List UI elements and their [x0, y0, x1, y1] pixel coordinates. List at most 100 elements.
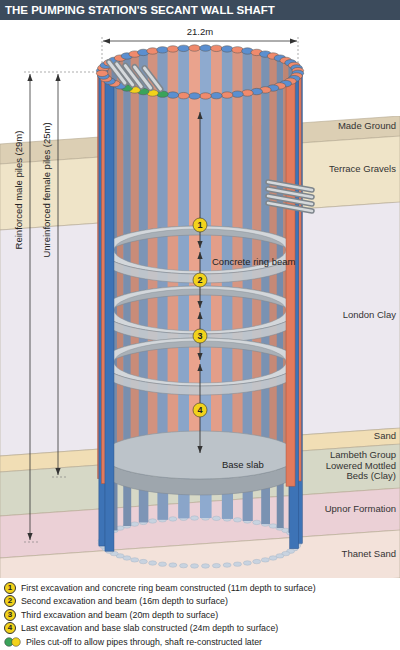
pile-top	[178, 92, 190, 98]
pile-top	[157, 91, 169, 97]
back-wall	[101, 48, 299, 541]
pile-inner-face	[131, 54, 140, 459]
legend-text: First excavation and concrete ring beam …	[21, 583, 316, 593]
pile-top	[242, 90, 254, 96]
stratum-name: Upnor Formation	[325, 504, 396, 515]
stratum-label-box: Lambeth Group Lowered Mottled Beds (Clay…	[308, 444, 396, 488]
legend-sample	[4, 636, 21, 648]
legend-row: 1 First excavation and concrete ring beam…	[0, 581, 400, 595]
pile-top	[167, 46, 179, 52]
extension-line	[24, 72, 96, 73]
pile-end	[261, 558, 269, 562]
callout-circle	[193, 218, 207, 232]
pile-inner-face	[252, 52, 262, 457]
stratum-label-box: Terrace Gravels	[308, 136, 396, 202]
pile-end	[212, 516, 220, 520]
stratum-name: Lambeth Group Lowered Mottled Beds (Clay…	[308, 450, 396, 482]
pile-length-label: Unreinforced female piles (25m)	[41, 122, 52, 257]
pipes	[109, 62, 312, 211]
pile-end	[131, 522, 139, 526]
pile-top	[189, 45, 201, 51]
legend-text: Last excavation and base slab constructe…	[21, 623, 278, 633]
callout-number: 3	[197, 331, 202, 342]
pile-top	[232, 91, 244, 97]
secant-pile	[286, 81, 295, 486]
pipe-highlight	[109, 62, 125, 83]
legend-text: Second excavation and beam (16m depth to…	[21, 596, 228, 606]
pile-end	[158, 562, 166, 566]
legend-swatch: 4	[4, 622, 16, 634]
extension-line	[102, 37, 103, 64]
pile-top	[211, 92, 223, 98]
pile-end	[269, 556, 277, 560]
pipe	[109, 62, 125, 83]
pile-top	[189, 93, 201, 99]
pile-end	[191, 516, 199, 520]
pile-end	[212, 563, 220, 567]
part-label: Base slab	[222, 459, 264, 470]
pile-length-label: Reinforced male piles (29m)	[13, 131, 24, 250]
pile-top	[200, 45, 212, 51]
stratum-name: Thanet Sand	[342, 549, 396, 560]
pile-top	[96, 70, 108, 76]
callout-number: 2	[8, 597, 12, 605]
pile-inner-face	[148, 51, 158, 456]
stratum-label-box: Thanet Sand	[308, 530, 396, 578]
pile-end	[191, 564, 199, 568]
pile-end	[253, 559, 261, 563]
pile-end	[243, 561, 251, 565]
pile-end	[149, 519, 157, 523]
pile-end	[131, 558, 139, 562]
part-label: Concrete ring beam	[212, 256, 295, 267]
pile-end	[201, 564, 209, 568]
callout-circle	[193, 329, 207, 343]
legend-row: 3 Third excavation and beam (20m depth to…	[0, 608, 400, 622]
stratum-name: Terrace Gravels	[329, 164, 396, 175]
length-dimension	[30, 74, 31, 540]
pile-end	[169, 563, 177, 567]
stratum-name: Made Ground	[338, 121, 396, 132]
stratum-label-box: Sand	[308, 428, 396, 444]
pile-top	[157, 47, 169, 53]
stratum-label-box: Made Ground	[308, 116, 396, 136]
width-dimension	[103, 41, 297, 42]
ring-beams	[102, 226, 298, 495]
callout-number: 2	[197, 275, 202, 286]
sample-circle	[12, 637, 21, 646]
legend-row: Piles cut-off to allow pipes through, sh…	[0, 635, 400, 649]
pile-end	[223, 563, 231, 567]
legend-row: 2 Second excavation and beam (16m depth t…	[0, 595, 400, 609]
pile-top	[232, 47, 244, 53]
pile-end	[139, 559, 147, 563]
legend-row: 4 Last excavation and base slab construct…	[0, 622, 400, 636]
callout-number: 1	[197, 220, 202, 231]
legend-box: 1 First excavation and concrete ring beam…	[0, 578, 400, 650]
title-text: THE PUMPING STATION'S SECANT WALL SHAFT	[0, 0, 400, 20]
pile-top	[200, 93, 212, 99]
stratum-label-box: London Clay	[308, 202, 396, 428]
pile-top	[211, 45, 223, 51]
legend-text: Piles cut-off to allow pipes through, sh…	[26, 637, 262, 647]
callout-number: 3	[8, 611, 12, 619]
pile-inner-face	[232, 50, 243, 455]
pile-end	[253, 520, 261, 524]
pile-end	[180, 563, 188, 567]
pile-top	[147, 48, 159, 54]
pile-top	[221, 92, 233, 98]
stratum-label-box: Upnor Formation	[308, 488, 396, 530]
stratum-fill	[0, 202, 400, 456]
legend-text: Third excavation and beam (20m depth to …	[21, 610, 218, 620]
pile-end	[149, 561, 157, 565]
legend-swatch: 1	[4, 582, 16, 594]
pile-end	[234, 518, 242, 522]
pile-top	[167, 92, 179, 98]
legend-swatch: 2	[4, 595, 16, 607]
pile-end	[234, 562, 242, 566]
legend-swatch: 3	[4, 609, 16, 621]
callout-number: 1	[8, 584, 12, 592]
extension-line	[298, 37, 299, 64]
pile-top	[221, 46, 233, 52]
callout-circle	[193, 273, 207, 287]
